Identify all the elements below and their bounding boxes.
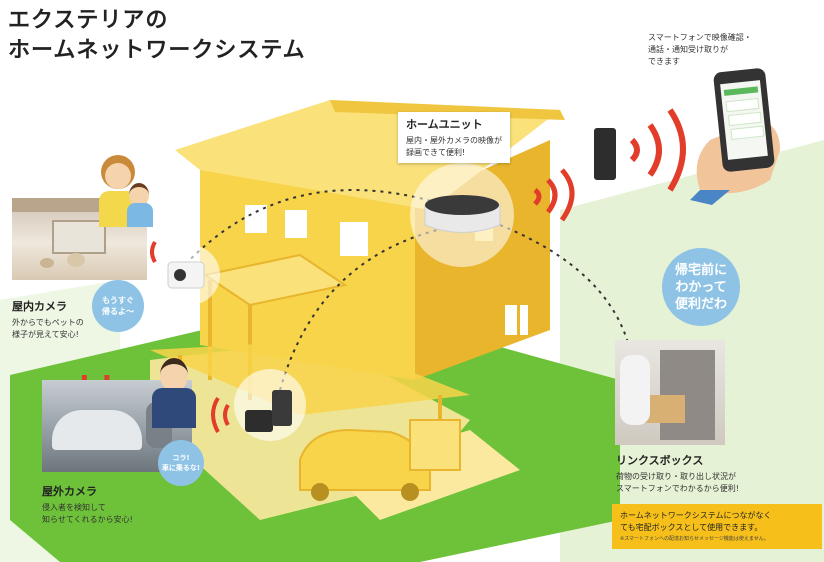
- signal-wave: [150, 240, 157, 264]
- linkbox-bubble-line: 便利だわ: [674, 296, 727, 312]
- linkbox-desc: 荷物の受け取り・取り出し状況が: [616, 472, 736, 481]
- sleeve: [690, 190, 730, 205]
- screen-row: [730, 125, 765, 140]
- signal-wave: [533, 188, 542, 206]
- car-wheel: [401, 483, 419, 501]
- note-box: ホームネットワークシステムにつながなく ても宅配ボックスとして使用できます。 ※…: [612, 504, 822, 549]
- signal-wave: [545, 178, 558, 214]
- window: [340, 222, 368, 256]
- signal-wave: [559, 168, 575, 222]
- smartphone-caption: スマートフォンで映像確認・ 通話・通知受け取りが できます: [648, 32, 752, 68]
- outdoor-camera-desc: 知らせてくれるから安心!: [42, 515, 133, 524]
- outdoor-bubble-line: コラ!: [172, 454, 190, 462]
- screen-header: [723, 86, 759, 96]
- home-unit-card: ホームユニット 屋内・屋外カメラの映像が 録画できて便利!: [398, 112, 510, 163]
- note-line: ても宅配ボックスとして使用できます。: [620, 523, 763, 532]
- pergola-roof: [202, 253, 348, 307]
- outdoor-camera-icon: [245, 410, 273, 432]
- photo-car: [52, 410, 142, 450]
- linkbox-bubble-line: わかって: [675, 279, 727, 295]
- man-illustration: [152, 358, 202, 428]
- man-face: [160, 358, 188, 392]
- linkbox-title: リンクスボックス: [616, 454, 704, 467]
- signal-wave: [211, 396, 220, 433]
- outdoor-bubble-line: 車に乗るな!: [161, 464, 201, 472]
- outdoor-camera-desc: 侵入者を検知して: [42, 503, 106, 512]
- parcel: [645, 395, 685, 423]
- indoor-camera-label: 屋内カメラ 外からでもペットの 様子が見えて安心!: [12, 298, 84, 341]
- signal-wave: [647, 123, 662, 177]
- title-line-1: エクステリアの: [8, 8, 169, 33]
- family-illustration: [95, 153, 155, 233]
- smartphone-caption-line: できます: [648, 57, 680, 66]
- screen-row: [725, 97, 760, 113]
- linkbox-speech-bubble: 帰宅前に わかって 便利だわ: [662, 248, 740, 326]
- carport-roof: [150, 340, 470, 415]
- home-unit-title: ホームユニット: [406, 118, 483, 131]
- linkbox-bubble-line: 帰宅前に: [674, 262, 727, 278]
- home-unit-desc: 屋内・屋外カメラの映像が: [406, 136, 502, 145]
- note-small-print: ※スマートフォンへの配達お知らせメッセージ機能は使えません。: [620, 536, 769, 542]
- child-face: [129, 183, 149, 207]
- title-line-2: ホームネットワークシステム: [8, 38, 306, 63]
- indoor-camera-title: 屋内カメラ: [12, 300, 67, 313]
- home-unit-desc: 録画できて便利!: [406, 148, 466, 157]
- signal-arc-outdoor: [279, 224, 461, 391]
- outdoor-camera-label: 屋外カメラ 侵入者を検知して 知らせてくれるから安心!: [42, 483, 133, 526]
- child-body: [127, 203, 153, 227]
- smartphone-caption-line: 通話・通知受け取りが: [648, 45, 728, 54]
- wifi-router: [594, 128, 616, 180]
- gate-pillar: [409, 419, 461, 471]
- man-body: [152, 388, 196, 428]
- indoor-bubble-line: 帰るよ〜: [102, 307, 134, 316]
- window: [245, 205, 267, 233]
- mother-face: [105, 163, 131, 189]
- resident-figure: [620, 355, 650, 425]
- linkbox-label: リンクスボックス 荷物の受け取り・取り出し状況が スマートフォンでわかるから便利…: [616, 452, 739, 495]
- pet-icon: [67, 253, 85, 267]
- outdoor-camera-title: 屋外カメラ: [42, 485, 97, 498]
- car-wheel: [311, 483, 329, 501]
- window: [505, 305, 517, 335]
- indoor-camera-desc: 外からでもペットの: [12, 318, 84, 327]
- window: [285, 210, 307, 238]
- outdoor-camera-body: [272, 390, 292, 426]
- linkbox-photo: [615, 340, 725, 445]
- outdoor-speech-bubble: コラ! 車に乗るな!: [158, 440, 204, 486]
- home-unit-top: [425, 195, 499, 215]
- smartphone-caption-line: スマートフォンで映像確認・: [648, 33, 752, 42]
- signal-wave: [667, 108, 686, 192]
- indoor-bubble-line: もうすぐ: [102, 296, 134, 305]
- signal-wave: [629, 137, 640, 163]
- indoor-speech-bubble: もうすぐ 帰るよ〜: [92, 280, 144, 332]
- window: [520, 305, 528, 335]
- indoor-camera-desc: 様子が見えて安心!: [12, 330, 79, 339]
- linkbox-desc: スマートフォンでわかるから便利!: [616, 484, 739, 493]
- screen-row: [727, 111, 762, 127]
- signal-arc-indoor: [179, 189, 461, 271]
- signal-wave: [223, 403, 230, 427]
- camera-lens: [174, 269, 186, 281]
- pet-icon: [40, 258, 54, 268]
- note-line: ホームネットワークシステムにつながなく: [620, 511, 772, 520]
